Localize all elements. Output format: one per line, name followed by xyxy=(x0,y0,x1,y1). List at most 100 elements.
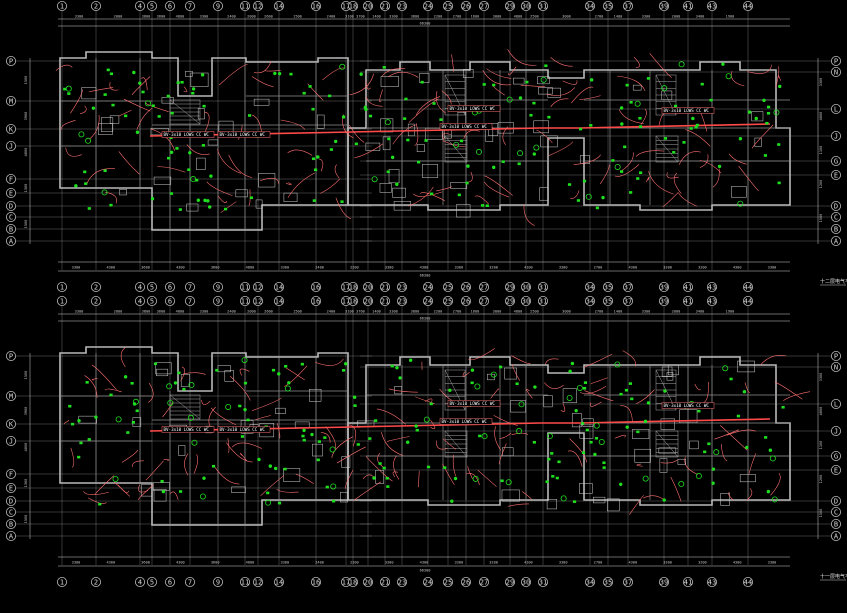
branch-circuit-wire xyxy=(721,444,728,462)
furniture-outline xyxy=(450,182,468,189)
bottom-dimension-text: 3200 xyxy=(489,561,498,565)
socket-outlet-symbol xyxy=(619,170,624,173)
branch-circuit-wire xyxy=(163,459,170,461)
branch-circuit-wire xyxy=(484,175,513,196)
branch-circuit-wire xyxy=(463,130,480,139)
bottom-dimension-text: 3300 xyxy=(280,561,289,565)
row-bubble-right xyxy=(831,506,842,517)
panel-label-box xyxy=(439,418,493,425)
axis-label-bottom: 17 xyxy=(342,578,350,586)
branch-circuit-wire xyxy=(325,426,337,450)
row-label-left: C xyxy=(9,508,13,516)
top-dimension-text: 3600 xyxy=(157,15,166,19)
socket-outlet-symbol xyxy=(63,87,67,91)
axis-bubble-top xyxy=(538,295,549,306)
axis-label-top: 2 xyxy=(94,2,98,10)
axis-bubble-bottom xyxy=(184,281,195,292)
branch-circuit-wire xyxy=(714,429,739,440)
branch-circuit-wire xyxy=(629,495,644,515)
row-label-left: D xyxy=(9,497,13,505)
branch-circuit-wire xyxy=(392,124,417,145)
furniture-outline xyxy=(382,136,391,151)
socket-outlet-symbol xyxy=(266,491,270,495)
axis-bubble-bottom xyxy=(91,281,102,292)
axis-label-bottom: 24 xyxy=(424,578,432,586)
socket-outlet-symbol xyxy=(83,170,87,174)
bottom-dimension-text: 3200 xyxy=(698,266,707,270)
ceiling-lamp-symbol xyxy=(472,475,479,482)
light-fixture-symbol xyxy=(711,481,715,485)
axis-label-top: 1 xyxy=(60,297,64,305)
branch-circuit-wire xyxy=(183,372,206,375)
row-label-right: B xyxy=(834,520,838,528)
axis-label-top: 31 xyxy=(539,297,547,305)
branch-circuit-wire xyxy=(322,67,345,81)
socket-outlet-symbol xyxy=(478,434,482,438)
furniture-outline xyxy=(312,443,323,457)
branch-circuit-wire xyxy=(678,192,698,207)
branch-circuit-wire xyxy=(365,456,393,482)
axis-label-top: 18 xyxy=(349,297,357,305)
branch-circuit-wire xyxy=(465,473,480,485)
axis-bubble-bottom xyxy=(347,577,358,588)
row-bubble-right xyxy=(831,519,842,530)
row-label-right: D xyxy=(834,202,838,210)
row-label-right: J xyxy=(834,132,838,140)
socket-outlet-symbol xyxy=(313,168,318,172)
row-bubble-left xyxy=(6,390,16,401)
branch-circuit-wire xyxy=(436,186,452,192)
bottom-dimension-text: 3300 xyxy=(454,266,463,270)
branch-circuit-wire xyxy=(498,443,507,465)
socket-outlet-symbol xyxy=(576,199,581,202)
row-label-left: P xyxy=(9,352,13,360)
furniture-outline xyxy=(275,407,286,414)
branch-circuit-wire xyxy=(254,415,271,421)
socket-outlet-symbol xyxy=(707,442,711,446)
socket-outlet-symbol xyxy=(636,177,640,180)
axis-bubble-top xyxy=(134,295,145,306)
axis-label-top: 44 xyxy=(744,297,752,305)
light-fixture-symbol xyxy=(150,196,155,201)
left-dimension-text: 4800 xyxy=(24,443,28,452)
bottom-dimension-text: 4300 xyxy=(106,266,115,270)
axis-bubble-top xyxy=(164,1,175,11)
furniture-outline xyxy=(100,117,114,132)
branch-circuit-wire xyxy=(507,503,529,507)
branch-circuit-wire xyxy=(284,365,308,387)
furniture-outline xyxy=(497,121,514,134)
furniture-outline xyxy=(294,421,310,428)
branch-circuit-wire xyxy=(61,120,76,130)
axis-label-bottom: 41 xyxy=(684,283,692,291)
row-label-left: A xyxy=(9,532,14,540)
axis-label-bottom: 5 xyxy=(150,578,154,586)
branch-circuit-wire xyxy=(320,432,331,443)
axis-bubble-top xyxy=(239,295,250,306)
axis-bubble-top xyxy=(538,1,549,11)
socket-outlet-symbol xyxy=(223,207,228,211)
light-fixture-symbol xyxy=(625,425,629,429)
bottom-dimension-text: 3300 xyxy=(559,561,568,565)
ceiling-lamp-symbol xyxy=(191,439,198,446)
axis-label-bottom: 29 xyxy=(506,578,514,586)
axis-bubble-top xyxy=(504,1,515,11)
axis-bubble-top xyxy=(603,295,614,306)
branch-circuit-wire xyxy=(699,154,709,168)
socket-outlet-symbol xyxy=(480,204,485,207)
socket-outlet-symbol xyxy=(611,159,615,162)
top-dimension-text: 3100 xyxy=(345,15,354,19)
socket-outlet-symbol xyxy=(167,156,171,160)
socket-outlet-symbol xyxy=(619,392,623,396)
axis-bubble-bottom xyxy=(707,577,718,588)
row-bubble-right xyxy=(831,56,842,67)
top-dimension-text: 3000 xyxy=(493,310,502,314)
socket-outlet-symbol xyxy=(628,382,633,385)
socket-outlet-symbol xyxy=(695,123,700,127)
furniture-outline xyxy=(153,176,172,185)
axis-bubble-bottom xyxy=(659,577,670,588)
top-dimension-text: 3400 xyxy=(696,15,705,19)
top-dimension-text: 3800 xyxy=(411,310,420,314)
axis-label-top: 7 xyxy=(188,297,192,305)
socket-outlet-symbol xyxy=(79,441,83,445)
top-dimension-text: 3800 xyxy=(142,15,151,19)
left-dimension-text: 3900 xyxy=(24,112,28,121)
